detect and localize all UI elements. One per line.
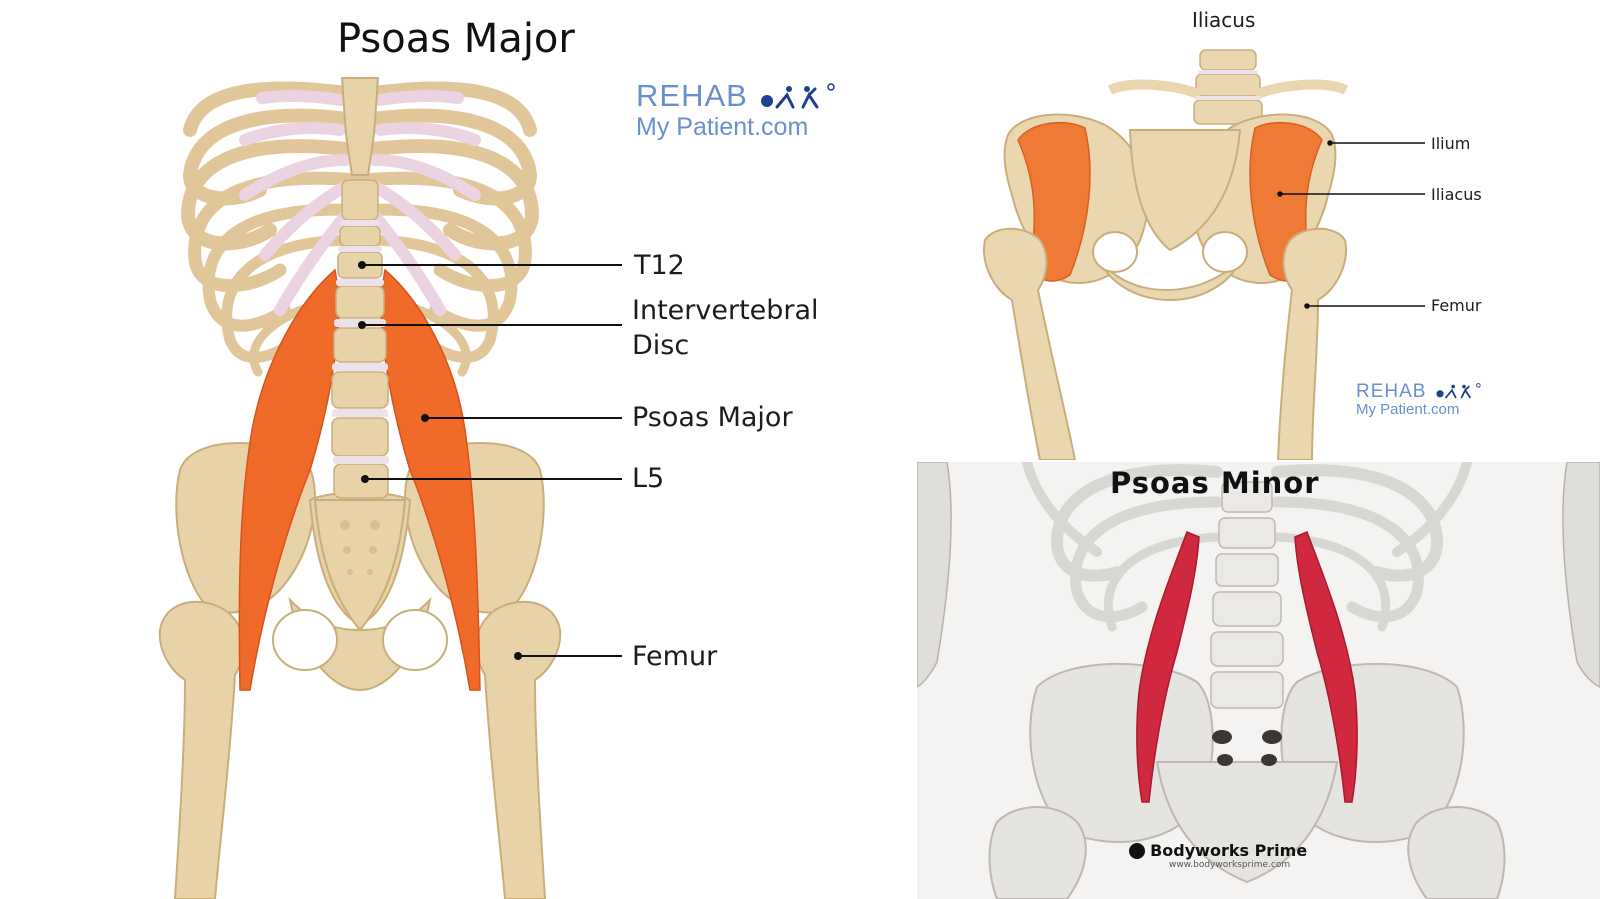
- iliacus-title: Iliacus: [1192, 8, 1256, 32]
- label-intervertebral: Intervertebral: [632, 295, 819, 326]
- rehab-logo-small: REHAB My Patient.com: [1356, 382, 1483, 417]
- psoas-minor-title: Psoas Minor: [1110, 466, 1320, 500]
- sacrum: [313, 499, 407, 632]
- bodyworks-logo-icon: [1129, 842, 1145, 859]
- grey-spine: [1210, 481, 1284, 709]
- psoas-major-illustration: [158, 77, 622, 899]
- label-psoas-major: Psoas Major: [632, 402, 793, 433]
- logo-com-text-small: .com: [1426, 401, 1460, 418]
- label-femur-iliacus: Femur: [1431, 296, 1482, 315]
- logo-my-patient-text: My Patient: [636, 112, 755, 141]
- femurs: [158, 600, 562, 899]
- costal-cartilage: [239, 89, 481, 316]
- logo-my-patient-text-small: My Patient: [1356, 401, 1427, 418]
- label-disc: Disc: [632, 330, 690, 361]
- psoas-minor-muscle: [1136, 531, 1358, 803]
- bodyworks-watermark: Bodyworks Prime www.bodyworksprime.com: [1129, 840, 1308, 870]
- psoas-major-title: Psoas Major: [337, 16, 575, 62]
- logo-rehab-text: REHAB: [636, 78, 748, 113]
- rehab-logo: REHAB My Patient.com: [636, 80, 837, 140]
- label-iliacus: Iliacus: [1431, 185, 1482, 204]
- spine: [331, 179, 389, 499]
- logo-com-text: .com: [754, 112, 809, 141]
- label-t12: T12: [634, 250, 685, 281]
- label-ilium: Ilium: [1431, 134, 1471, 153]
- grey-pelvis: [988, 662, 1506, 899]
- label-femur: Femur: [632, 641, 718, 672]
- sternum: [340, 77, 380, 176]
- femurs: [983, 227, 1347, 460]
- iliacus-leader-lines: [1277, 140, 1425, 309]
- grey-ribs: [1022, 462, 1472, 632]
- rehab-figures-icon-small: [1436, 383, 1481, 399]
- logo-rehab-text-small: REHAB: [1356, 381, 1427, 402]
- bodyworks-text: Bodyworks Prime: [1150, 841, 1308, 860]
- lumbar-spine: [1107, 49, 1349, 125]
- psoas-minor-panel: Psoas Minor Bodyworks Prime www.bodywork…: [917, 462, 1600, 899]
- bodyworks-url: www.bodyworksprime.com: [1169, 860, 1291, 870]
- rehab-figures-icon: [761, 83, 836, 109]
- iliacus-panel: Iliacus Ilium Iliacus Femur REHAB My Pat…: [900, 0, 1600, 460]
- psoas-major-panel: Psoas Major T12 Intervertebral Disc Psoa…: [158, 16, 837, 899]
- label-l5: L5: [632, 463, 665, 494]
- leader-lines: [358, 261, 622, 660]
- iliacus-illustration: [983, 49, 1425, 460]
- psoas-minor-illustration: [917, 462, 1600, 899]
- rib-cage: [180, 81, 540, 377]
